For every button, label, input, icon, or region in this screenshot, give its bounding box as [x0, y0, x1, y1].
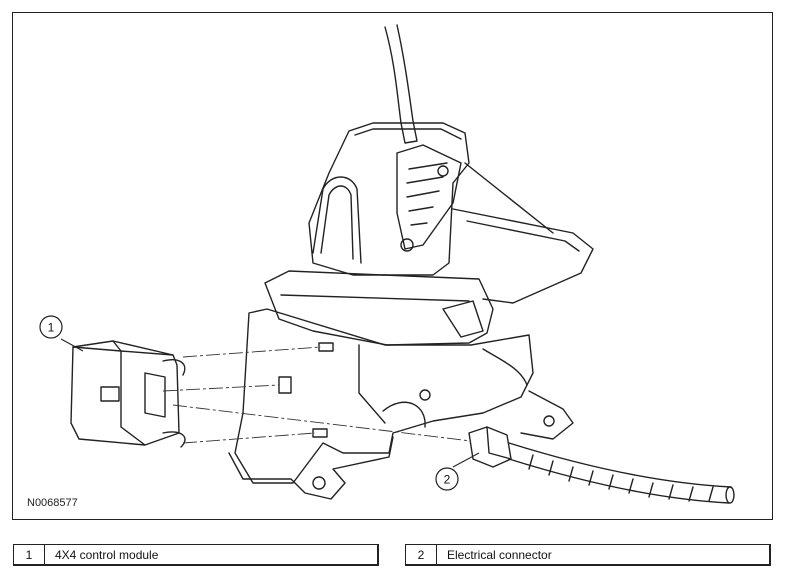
legend-label: 4X4 control module — [55, 547, 159, 562]
cable-bracket — [452, 208, 594, 304]
callout-2-circle — [435, 467, 459, 491]
electrical-connector-shape — [468, 426, 735, 504]
legend-number: 2 — [406, 545, 437, 564]
diagram-frame: 1 2 N0068577 — [12, 12, 773, 520]
lower-housing — [234, 308, 534, 484]
callout-2-label: 2 — [444, 473, 451, 487]
callout-1-label: 1 — [48, 321, 55, 335]
figure-id: N0068577 — [27, 497, 78, 509]
base-flange — [228, 436, 394, 500]
legend-row-2: 2 Electrical connector — [405, 544, 771, 566]
shift-lever-shaft — [384, 24, 418, 144]
legend-number: 1 — [14, 545, 45, 564]
legend-row-1: 1 4X4 control module — [13, 544, 379, 566]
control-module-shape — [70, 340, 186, 448]
legend-label: Electrical connector — [447, 547, 552, 562]
callout-1-circle — [39, 315, 63, 339]
shifter-tower — [308, 122, 470, 276]
shifter-assembly-illustration: 1 2 — [39, 24, 735, 504]
